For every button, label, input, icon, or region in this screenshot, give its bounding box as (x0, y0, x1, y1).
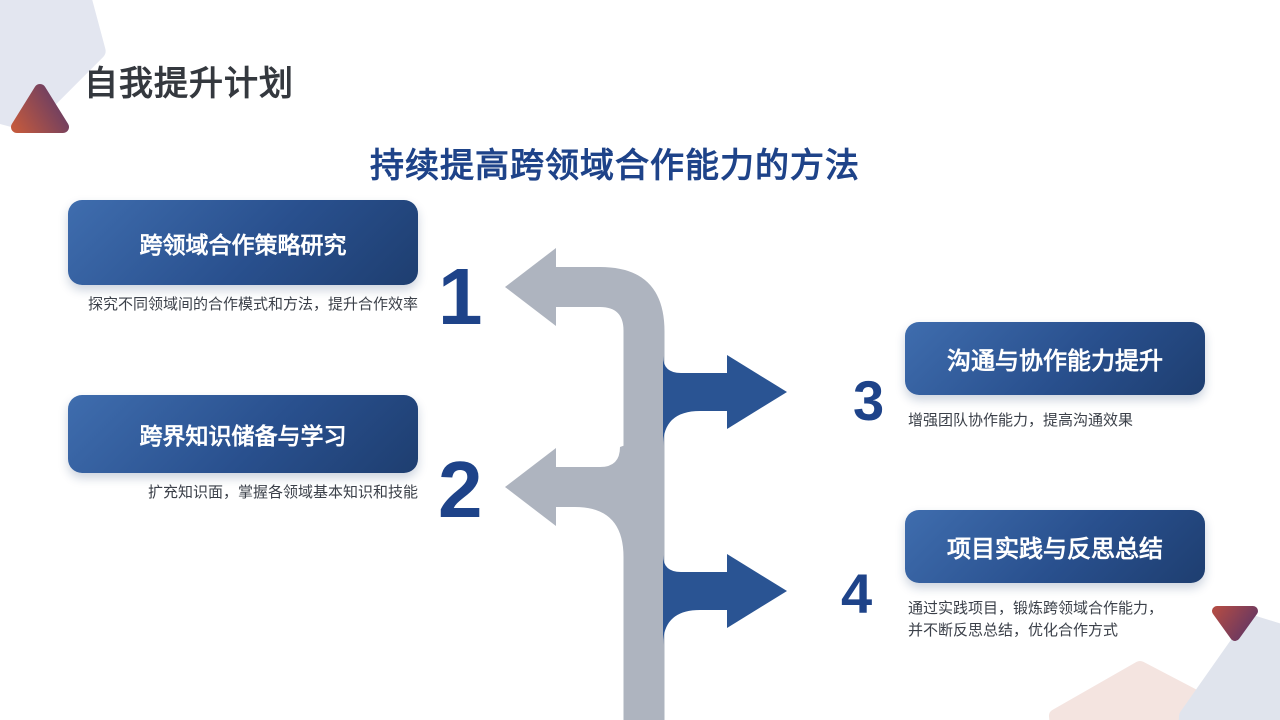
hexagon-decoration-top-left-icon (0, 0, 106, 131)
item-1-description: 探究不同领域间的合作模式和方法，提升合作效率 (87, 296, 418, 313)
item-3-number: 3 (853, 369, 885, 432)
item-2-title: 跨界知识储备与学习 (139, 423, 347, 449)
item-4-title-pill: 项目实践与反思总结 (905, 510, 1205, 583)
left-arrow-1-head-icon (505, 248, 556, 326)
item-3-description: 增强团队协作能力，提高沟通效果 (908, 412, 1134, 429)
item-3-title-pill: 沟通与协作能力提升 (905, 322, 1205, 395)
triangle-decoration-top-left-icon (11, 84, 69, 133)
flow-trunk (553, 267, 665, 720)
item-1-number: 1 (438, 252, 483, 341)
hexagon-decoration-bottom-right-icon (1178, 615, 1280, 720)
item-4-number: 4 (841, 562, 873, 625)
right-arrow-4-head-icon (727, 554, 787, 628)
page-title: 自我提升计划 (84, 65, 294, 103)
flow-diagram (505, 248, 787, 720)
item-1-title-pill: 跨领域合作策略研究 (68, 200, 418, 285)
slide-subtitle: 持续提高跨领域合作能力的方法 (370, 147, 860, 185)
flow-branch-right-4 (663, 555, 730, 645)
right-arrow-3-head-icon (727, 355, 787, 429)
item-1-title: 跨领域合作策略研究 (139, 231, 347, 258)
item-2-number: 2 (438, 445, 483, 534)
item-3-title: 沟通与协作能力提升 (947, 348, 1163, 375)
item-2-title-pill: 跨界知识储备与学习 (68, 395, 418, 473)
triangle-decoration-bottom-right-icon (1212, 606, 1258, 641)
item-4-title: 项目实践与反思总结 (947, 536, 1163, 563)
item-4-description: 通过实践项目，锻炼跨领域合作能力，并不断反思总结，优化合作方式 (908, 600, 1164, 639)
item-2-description: 扩充知识面，掌握各领域基本知识和技能 (147, 484, 418, 501)
left-arrow-2-head-icon (505, 448, 556, 526)
flow-branch-right-3 (663, 356, 730, 446)
flow-branch-left-2 (548, 442, 634, 564)
hexagon-decoration-bottom-pink-icon (1049, 661, 1237, 720)
